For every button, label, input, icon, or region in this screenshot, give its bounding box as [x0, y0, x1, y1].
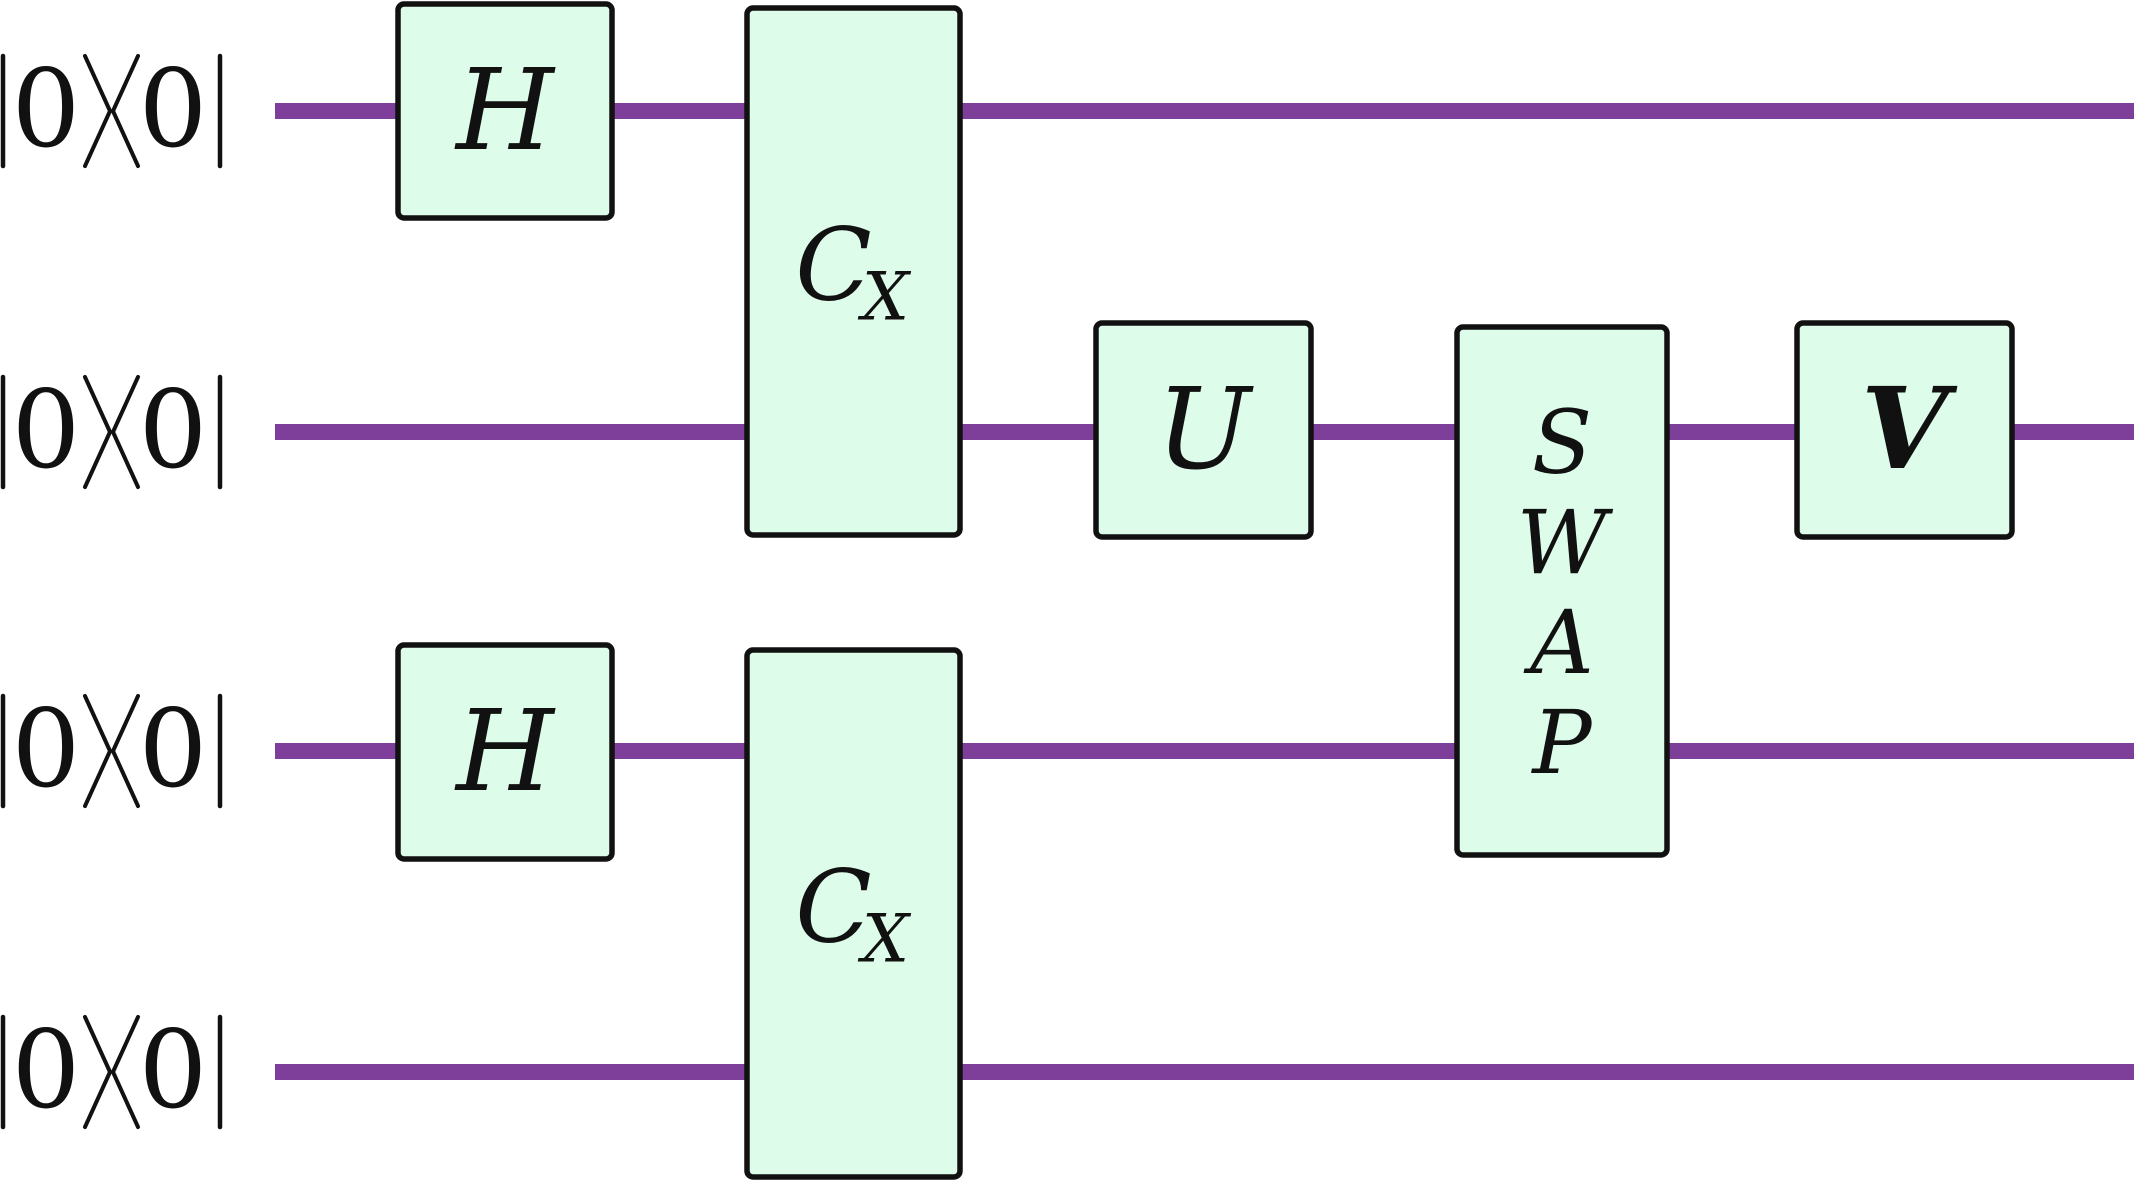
- bra-angle: [111, 694, 140, 808]
- gate-v: V: [1794, 320, 2015, 540]
- gate-cx1-subscript: X: [857, 259, 912, 336]
- gate-cx2-subscript: X: [857, 901, 912, 978]
- gate-v-box: [1794, 320, 2015, 540]
- gate-u-box: [1093, 320, 1314, 540]
- gate-h1-label: H: [454, 46, 556, 176]
- gate-cx2-label: C: [795, 849, 872, 966]
- gate-h2-label: H: [454, 687, 556, 817]
- gate-v-label: V: [1861, 364, 1958, 495]
- gate-h1-box: [395, 1, 615, 221]
- gate-cx1-label: C: [795, 207, 872, 324]
- gate-cx1: CX: [744, 5, 963, 538]
- wires: [275, 103, 2134, 1080]
- ket-angle: [83, 54, 112, 168]
- gate-u-label: U: [1156, 365, 1254, 495]
- bra-symbol: 0: [139, 687, 208, 812]
- gate-swap-letter: S: [1532, 391, 1592, 494]
- ket-symbol: 0: [12, 368, 81, 493]
- bra-angle: [111, 1015, 140, 1129]
- gate-swap-letter: W: [1517, 491, 1614, 594]
- bra-symbol: 0: [139, 368, 208, 493]
- ket-angle: [83, 1015, 112, 1129]
- gate-cx1-box: [744, 5, 963, 538]
- gate-swap-letter: A: [1523, 591, 1594, 694]
- gate-h2-box: [395, 642, 615, 862]
- ket-symbol: 0: [12, 1008, 81, 1133]
- ket-angle: [83, 375, 112, 489]
- gate-swap-letter: P: [1530, 691, 1593, 794]
- gate-h2: H: [395, 642, 615, 862]
- gate-cx2-box: [744, 647, 963, 1180]
- ket-symbol: 0: [12, 47, 81, 172]
- ket-angle: [83, 694, 112, 808]
- bra-symbol: 0: [139, 47, 208, 172]
- bra-angle: [111, 54, 140, 168]
- gate-h1: H: [395, 1, 615, 221]
- bra-angle: [111, 375, 140, 489]
- gate-swap-box: [1454, 324, 1670, 858]
- ket-symbol: 0: [12, 687, 81, 812]
- gate-u: U: [1093, 320, 1314, 540]
- bra-symbol: 0: [139, 1008, 208, 1133]
- gate-cx2: CX: [744, 647, 963, 1180]
